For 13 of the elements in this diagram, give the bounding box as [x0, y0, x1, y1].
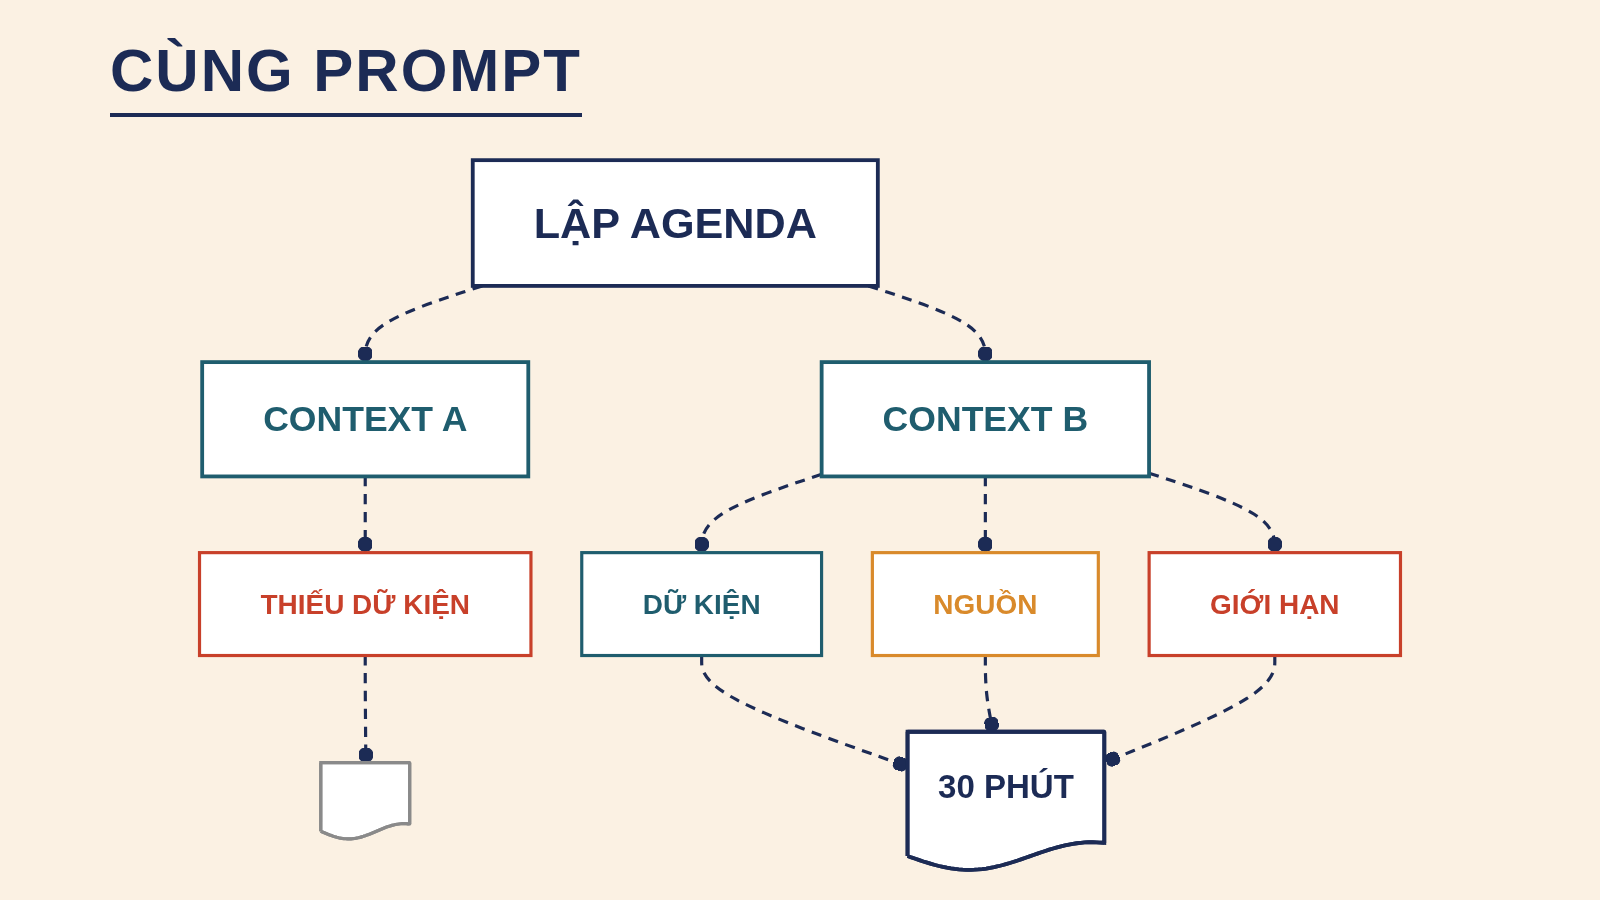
- node-box: GIỚI HẠN: [1147, 551, 1403, 658]
- node-box: CONTEXT A: [200, 360, 531, 479]
- connector: [357, 476, 373, 553]
- node-box: DỮ KIỆN: [580, 551, 824, 658]
- node-box: LẬP AGENDA: [470, 158, 880, 288]
- connector: [977, 476, 994, 553]
- node-box: THIẾU DỮ KIỆN: [197, 551, 533, 658]
- connector: [694, 472, 823, 553]
- node-box: CONTEXT B: [819, 360, 1151, 479]
- node-box: NGUỒN: [870, 551, 1100, 658]
- connector: [1104, 655, 1277, 767]
- connector: [1148, 471, 1283, 553]
- title: CÙNG PROMPT: [110, 36, 582, 117]
